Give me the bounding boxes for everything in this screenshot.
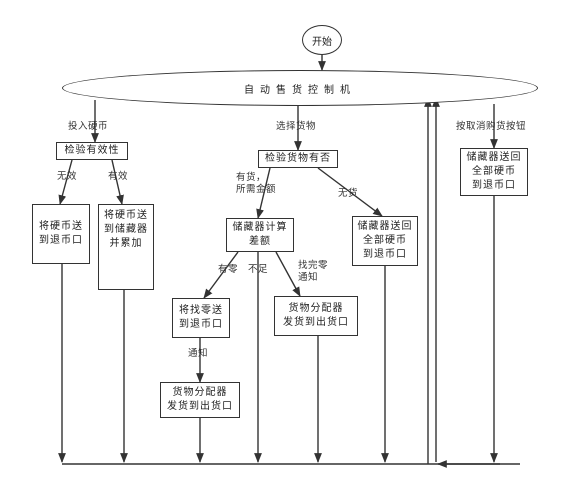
- label-notify: 通知: [188, 348, 209, 359]
- return-all-box-1: 储藏器送回 全部硬币 到退币口: [352, 216, 418, 266]
- edge-invalid: [58, 159, 73, 205]
- edge-have-goods: [256, 167, 271, 219]
- label-insert-coin: 投入硬币: [68, 121, 109, 132]
- check-goods-box: 检验货物有否: [258, 150, 338, 168]
- label-no-goods: 无货: [338, 188, 359, 199]
- edge-no-remainder: [275, 251, 301, 297]
- change-to-return-box: 将找零送 到退币口: [172, 298, 230, 338]
- storage-calc-box: 储藏器计算 差额: [226, 218, 294, 252]
- label-cancel-purchase: 按取消购货按钮: [456, 121, 527, 132]
- label-insufficient: 不足: [248, 264, 269, 275]
- edge-has-remainder: [203, 251, 239, 299]
- dispense-box-2: 货物分配器 发货到出货口: [274, 296, 358, 336]
- label-has-remainder: 有零: [218, 264, 239, 275]
- label-select-goods: 选择货物: [276, 121, 317, 132]
- return-coin-box: 将硬币送 到退币口: [32, 204, 90, 264]
- label-valid: 有效: [108, 171, 129, 182]
- edge-valid: [111, 159, 124, 205]
- store-coin-box: 将硬币送 到储藏器 并累加: [98, 204, 154, 290]
- label-have-goods-enough: 有货， 所需金额: [236, 172, 277, 195]
- label-change-done: 找完零 通知: [298, 260, 329, 283]
- vending-controller-node: 自动售货控制机: [62, 70, 538, 106]
- edge-no-goods: [317, 167, 383, 217]
- start-node: 开始: [302, 25, 342, 55]
- label-invalid: 无效: [57, 171, 78, 182]
- return-all-box-2: 储藏器送回 全部硬币 到退币口: [460, 148, 528, 196]
- check-validity-box: 检验有效性: [56, 142, 128, 160]
- dispense-box-1: 货物分配器 发货到出货口: [160, 382, 240, 418]
